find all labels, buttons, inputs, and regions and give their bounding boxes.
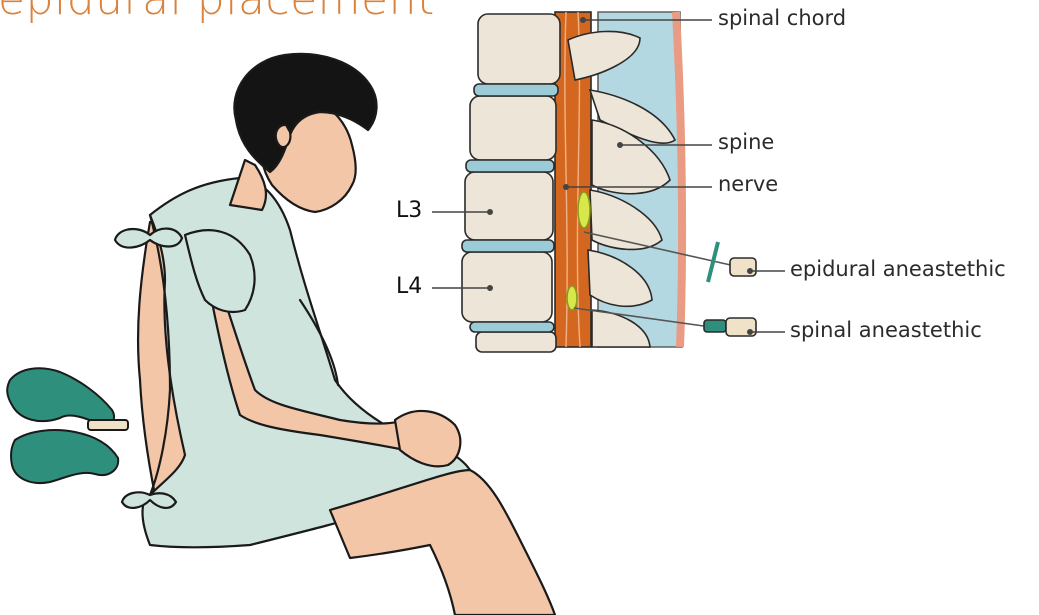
glove-upper xyxy=(7,368,114,425)
label-nerve: nerve xyxy=(718,174,778,195)
spine-cross-section xyxy=(462,12,756,352)
label-l3: L3 xyxy=(396,200,422,222)
glove-lower xyxy=(11,430,118,483)
label-l4: L4 xyxy=(396,276,422,298)
label-spine: spine xyxy=(718,132,774,153)
label-spinal-chord: spinal chord xyxy=(718,8,846,29)
clinician-hands xyxy=(7,368,128,483)
label-spinal-aneastethic: spinal aneastethic xyxy=(790,320,982,341)
syringe-hand xyxy=(88,420,128,430)
label-epidural-aneastethic: epidural aneastethic xyxy=(790,259,1006,280)
